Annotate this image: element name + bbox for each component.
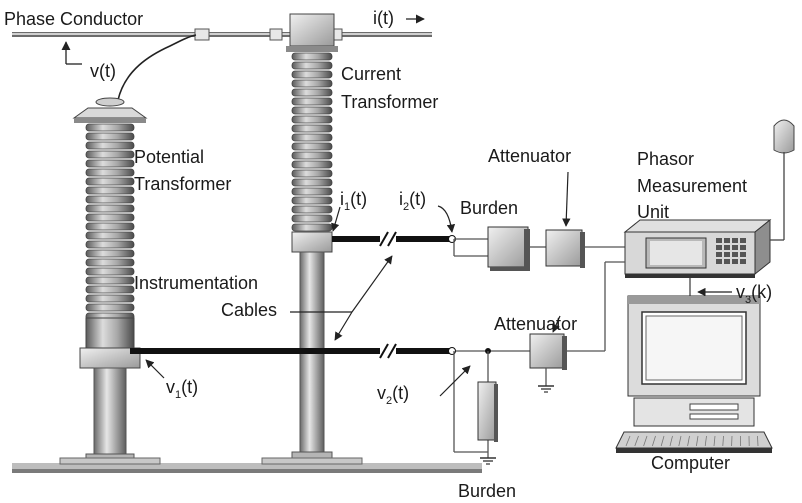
v3-main: v xyxy=(736,282,745,302)
v1-tail: (t) xyxy=(181,377,198,397)
label-phase-conductor: Phase Conductor xyxy=(4,9,143,29)
v2-sub: 2 xyxy=(386,395,392,407)
label-burden-bottom: Burden xyxy=(458,481,516,501)
v2-tail: (t) xyxy=(392,383,409,403)
label-v1: v1(t) xyxy=(166,377,198,401)
ground xyxy=(12,463,482,473)
attenuator-box-bottom xyxy=(529,315,567,393)
burden-box-bottom xyxy=(477,381,498,442)
i1-tail: (t) xyxy=(350,189,367,209)
label-current-transformer-1: Current xyxy=(341,64,401,84)
pt-lead-wire xyxy=(117,34,197,101)
label-burden-top: Burden xyxy=(460,198,518,218)
label-potential-transformer-2: Transformer xyxy=(134,174,231,194)
label-v-t: v(t) xyxy=(90,61,116,81)
label-i1: i1(t) xyxy=(340,189,367,213)
pmu-device xyxy=(623,218,772,278)
gps-antenna xyxy=(770,119,795,241)
burden-box-top xyxy=(453,226,530,271)
i1-arrow xyxy=(331,206,341,232)
attenuator-pmu-bottom-wire xyxy=(567,261,625,352)
bottom-wiring xyxy=(453,348,530,465)
vt-arrow xyxy=(61,41,82,65)
label-computer: Computer xyxy=(651,453,730,473)
v1-arrow xyxy=(145,359,165,379)
attenuator-box-top xyxy=(545,171,585,268)
v1-main: v xyxy=(166,377,175,397)
label-i2: i2(t) xyxy=(399,189,426,213)
i1-sub: 1 xyxy=(344,201,350,213)
v1-sub: 1 xyxy=(175,389,181,401)
i2-main: i xyxy=(399,189,403,209)
label-pmu-2: Measurement xyxy=(637,176,747,196)
v2-main: v xyxy=(377,383,386,403)
label-potential-transformer-1: Potential xyxy=(134,147,204,167)
label-instrumentation: Instrumentation xyxy=(134,273,258,293)
computer xyxy=(615,295,773,453)
i1-main: i xyxy=(340,189,344,209)
label-attenuator-bottom: Attenuator xyxy=(494,314,577,334)
v2-arrow xyxy=(439,365,471,397)
v3-sub: 3 xyxy=(745,294,751,306)
i2-arrow xyxy=(437,205,456,233)
label-current-transformer-2: Transformer xyxy=(341,92,438,112)
i2-sub: 2 xyxy=(403,201,409,213)
cables-pointer-arrows xyxy=(290,255,393,341)
label-cables: Cables xyxy=(221,300,277,320)
v3-tail: (k) xyxy=(751,282,772,302)
phase-conductor-line xyxy=(12,28,432,41)
label-attenuator-top: Attenuator xyxy=(488,146,571,166)
instrumentation-cable-bottom xyxy=(130,343,456,359)
label-v2: v2(t) xyxy=(377,383,409,407)
label-i-t: i(t) xyxy=(373,8,394,28)
label-pmu-1: Phasor xyxy=(637,149,694,169)
instrumentation-cable-top xyxy=(332,231,456,247)
label-pmu-3: Unit xyxy=(637,202,669,222)
label-v3: v3(k) xyxy=(736,282,772,306)
potential-transformer xyxy=(59,97,161,465)
i2-tail: (t) xyxy=(409,189,426,209)
